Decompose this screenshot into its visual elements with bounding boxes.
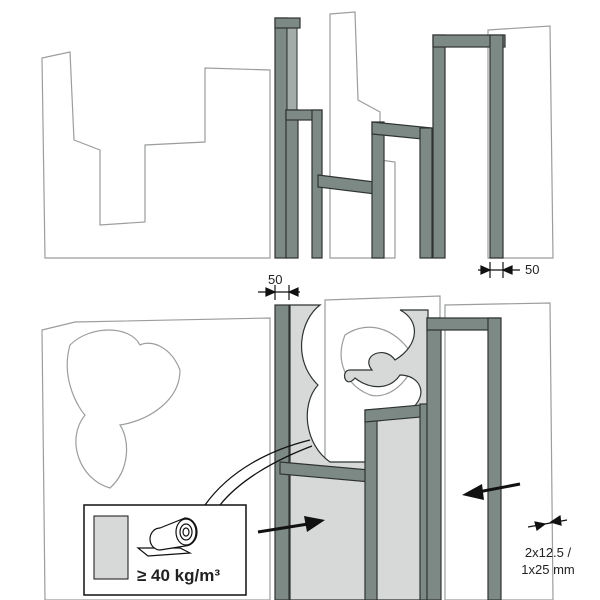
board-thickness-label-line1: 2x12.5 / <box>524 545 572 560</box>
board-right-top <box>487 25 554 259</box>
dimension-label-top: 50 <box>525 262 540 277</box>
insert-arrow-right <box>462 482 521 500</box>
dimension-arrows-board <box>527 514 568 532</box>
board-thickness-label-line2: 1x25 mm <box>521 562 575 577</box>
top-stud-frame <box>274 17 506 259</box>
acoustic-plate <box>289 304 429 600</box>
mineral-wool-roll-icon <box>136 517 198 557</box>
plate-swatch-icon <box>93 515 129 580</box>
dimension-arrows-bottom <box>258 285 300 300</box>
insert-arrow-left <box>257 516 325 534</box>
board-left-top <box>41 51 271 259</box>
insulation-density-label: ≥ 40 kg/m³ <box>137 566 221 585</box>
dimension-label-bottom: 50 <box>268 272 283 287</box>
callout-pointer <box>204 439 313 506</box>
dimension-arrows-top <box>478 262 520 278</box>
